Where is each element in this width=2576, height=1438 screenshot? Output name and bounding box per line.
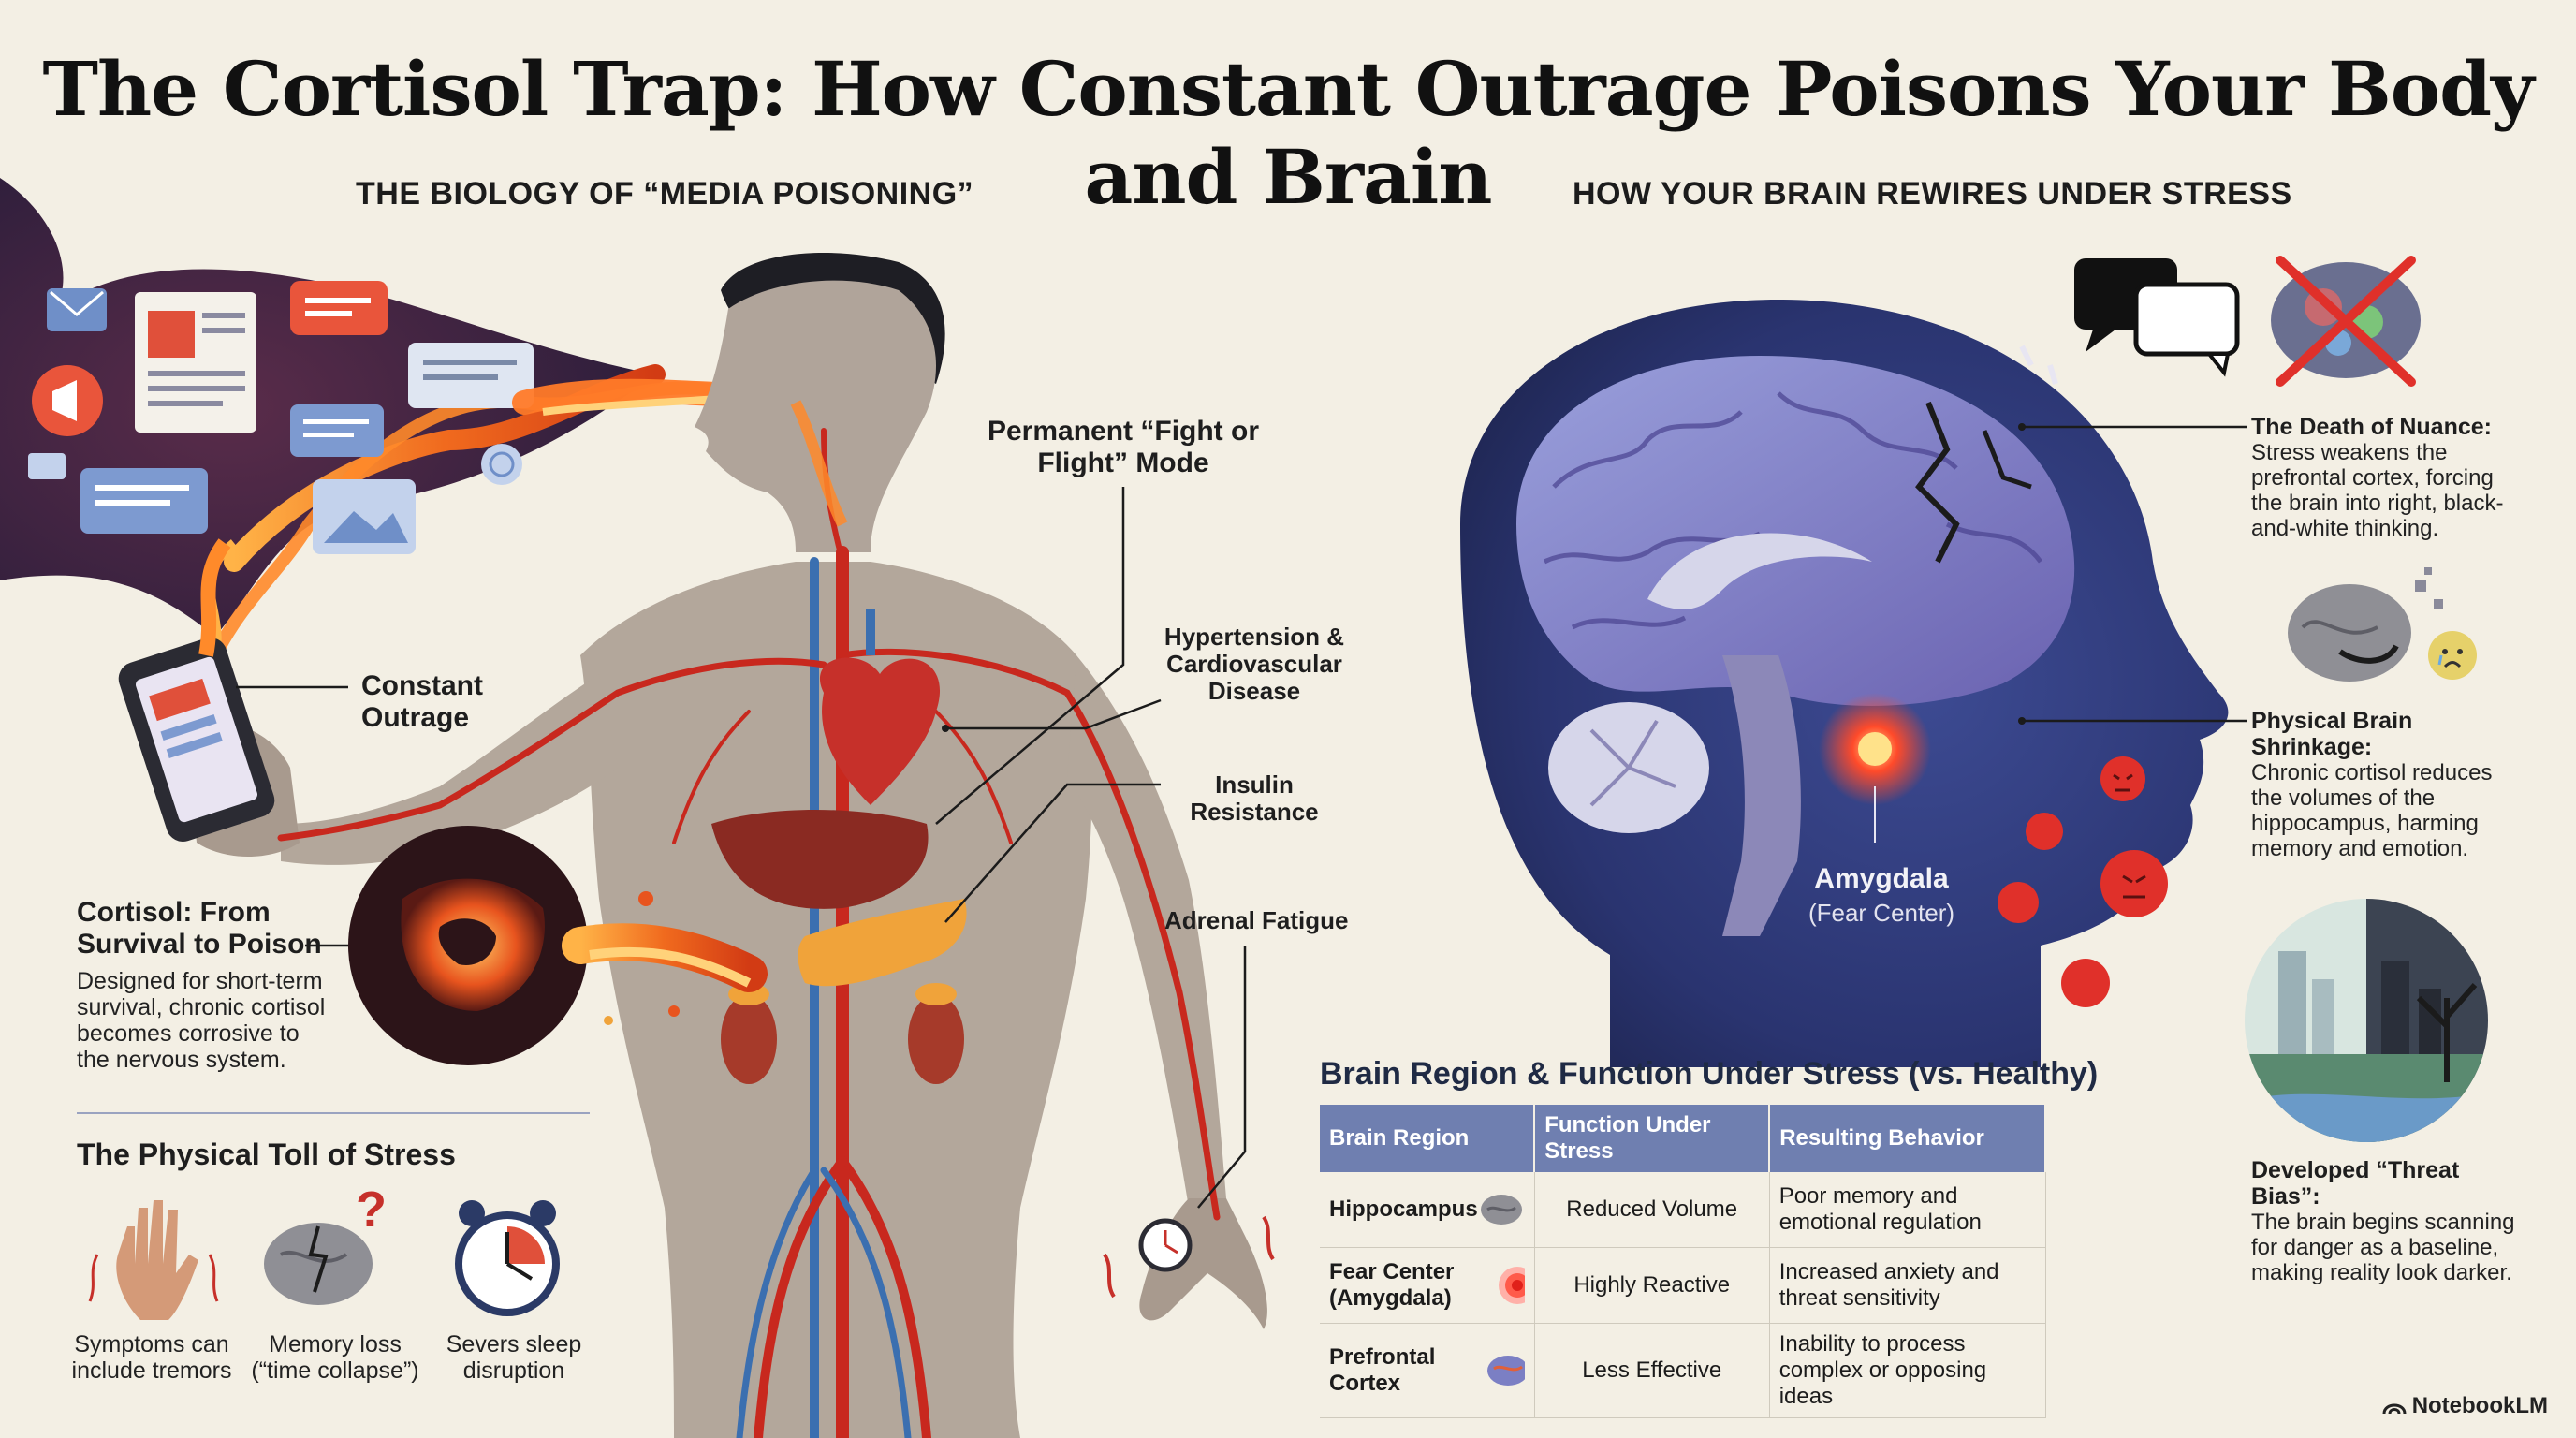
email-icon (47, 288, 107, 331)
brain-region-table: Brain Region Function Under Stress Resul… (1320, 1105, 2046, 1418)
toll-caption-sleep: Severs sleep disruption (446, 1331, 582, 1384)
region-cell: Prefrontal Cortex (1320, 1323, 1535, 1418)
right-section-heading: HOW YOUR BRAIN REWIRES UNDER STRESS (1573, 176, 2292, 212)
region-cell: Fear Center (Amygdala) (1320, 1247, 1535, 1324)
label-adrenal-fatigue: Adrenal Fatigue (1164, 906, 1349, 934)
behavior-cell: Increased anxiety and threat sensitivity (1769, 1247, 2046, 1324)
label-constant-outrage: Constant Outrage (361, 670, 483, 733)
hippocampus-brain-icon (1480, 1195, 1522, 1225)
function-cell: Less Effective (1534, 1323, 1770, 1418)
angry-face-icons (1998, 756, 2168, 1007)
toll-caption-memory: Memory loss (“time collapse”) (251, 1331, 419, 1384)
cortex-crack (1915, 401, 1960, 564)
heart (819, 609, 941, 805)
behavior-cell: Poor memory and emotional regulation (1769, 1172, 2046, 1248)
label-fight-flight: Permanent “Fight or Flight” Mode (987, 416, 1260, 478)
region-name: Hippocampus (1329, 1196, 1478, 1222)
table-row: Prefrontal Cortex Less Effective Inabili… (1320, 1323, 2046, 1418)
notebooklm-logo-icon (2382, 1403, 2407, 1415)
label-insulin-resistance: Insulin Resistance (1190, 770, 1319, 826)
callout-brain-shrinkage: Physical Brain Shrinkage: Chronic cortis… (2251, 708, 2513, 861)
cortisol-body: Designed for short-term survival, chroni… (77, 968, 326, 1073)
column-header: Function Under Stress (1534, 1105, 1771, 1172)
page-title: The Cortisol Trap: How Constant Outrage … (42, 45, 2534, 221)
divider (77, 1112, 590, 1114)
table-title: Brain Region & Function Under Stress (vs… (1320, 1056, 2099, 1092)
behavior-cell: Inability to process complex or opposing… (1769, 1323, 2046, 1418)
brand-name: NotebookLM (2411, 1393, 2548, 1418)
function-cell: Highly Reactive (1534, 1247, 1770, 1324)
callout-threat-bias: Developed “Threat Bias”: The brain begin… (2251, 1157, 2523, 1285)
right-leader-lines (2018, 423, 2247, 725)
wrist-watch-icon (1138, 1218, 1193, 1272)
region-cell: Hippocampus (1320, 1172, 1535, 1248)
label-hypertension: Hypertension & Cardiovascular Disease (1164, 623, 1345, 705)
callout-body: Stress weakens the prefrontal cortex, fo… (2251, 440, 2504, 541)
left-section-heading: THE BIOLOGY OF “MEDIA POISONING” (356, 176, 974, 212)
shrinking-brain-icon (2288, 567, 2477, 682)
alarm-clock-icon (455, 1200, 560, 1316)
globe-icon (481, 444, 522, 485)
callout-body: Chronic cortisol reduces the volumes of … (2251, 760, 2493, 861)
region-name: Prefrontal Cortex (1329, 1344, 1436, 1396)
brain-cortex (1516, 356, 2075, 706)
image-post-icon (313, 479, 416, 554)
kidney-right (908, 994, 964, 1084)
amygdala-alert-icon (1499, 1267, 1525, 1304)
comment-icon (290, 404, 384, 457)
body-illustration (0, 178, 1275, 1438)
smartphone (118, 638, 275, 842)
brand-logo: NotebookLM (2382, 1393, 2548, 1419)
svg-text:?: ? (356, 1189, 387, 1238)
prefrontal-brain-icon (1487, 1356, 1525, 1386)
callout-title: Developed “Threat Bias”: (2251, 1157, 2460, 1210)
table-row: Fear Center (Amygdala) Highly Reactive I… (1320, 1247, 2046, 1324)
callout-death-of-nuance: The Death of Nuance: Stress weakens the … (2251, 414, 2513, 541)
threat-bias-scene-icon (2245, 899, 2488, 1142)
function-cell: Reduced Volume (1534, 1172, 1770, 1248)
amygdala-sublabel: (Fear Center) (1808, 899, 1955, 927)
callout-title: Physical Brain Shrinkage: (2251, 708, 2413, 760)
message-icon (408, 343, 534, 408)
brain-illustration (1460, 300, 2229, 1067)
adrenal-gland-closeup (348, 826, 768, 1065)
chat-bubble-icon (290, 281, 388, 335)
cortisol-title: Cortisol: From Survival to Poison (77, 897, 322, 960)
callout-title: The Death of Nuance: (2251, 414, 2492, 440)
kidney-left (721, 994, 777, 1084)
post-icon (80, 468, 208, 534)
column-header: Resulting Behavior (1769, 1105, 2046, 1172)
speech-bubble-icon (2074, 258, 2240, 377)
table-row: Hippocampus Reduced Volume Poor memory a… (1320, 1172, 2046, 1248)
megaphone-icon (32, 365, 103, 436)
crossed-out-ideas-icon (2271, 256, 2421, 387)
table-header-row: Brain Region Function Under Stress Resul… (1320, 1105, 2046, 1172)
envelope-small-icon (28, 453, 66, 479)
callout-body: The brain begins scanning for danger as … (2251, 1210, 2515, 1285)
column-header: Brain Region (1320, 1105, 1536, 1172)
region-name: Fear Center (Amygdala) (1329, 1259, 1455, 1311)
toll-caption-tremors: Symptoms can include tremors (71, 1331, 232, 1384)
pancreas (798, 899, 967, 987)
hand-tremor-icon (88, 1200, 219, 1320)
brain-question-icon: ? (264, 1189, 387, 1305)
toll-heading: The Physical Toll of Stress (77, 1137, 456, 1171)
amygdala-label: Amygdala (1814, 863, 1949, 894)
liver (711, 810, 929, 909)
toll-icons: ? (88, 1189, 560, 1320)
nuance-icons (2074, 256, 2421, 387)
news-article-icon (135, 292, 256, 433)
